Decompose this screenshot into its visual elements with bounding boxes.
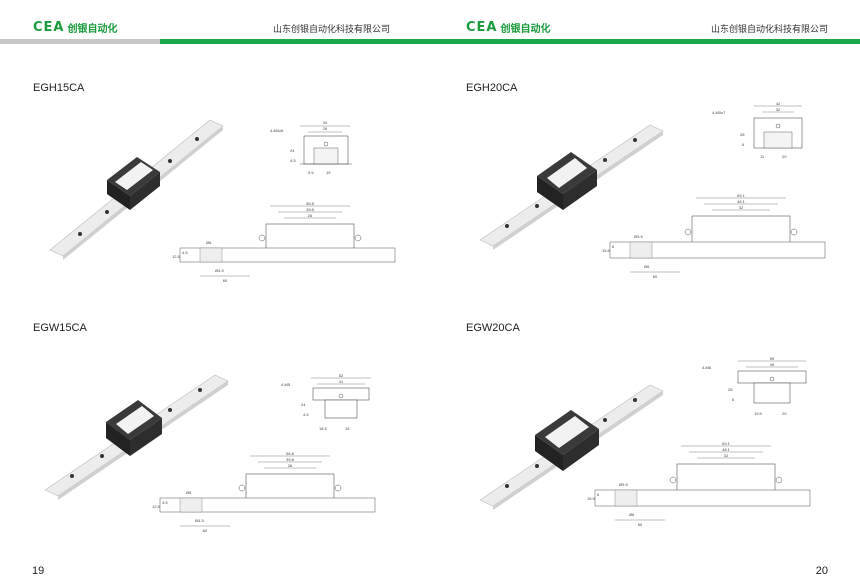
svg-text:24: 24 bbox=[301, 402, 306, 407]
egw20-product-image bbox=[479, 384, 664, 510]
svg-text:Ø6: Ø6 bbox=[644, 264, 650, 269]
svg-text:4-M5: 4-M5 bbox=[281, 382, 291, 387]
egw20-side-view: 69.1 48.1 32 15.5 6 Ø9.5 Ø6 60 bbox=[587, 441, 811, 527]
egw15-end-view: 52 41 4-M5 24 4.5 18.5 15 bbox=[281, 373, 371, 431]
svg-text:4.5: 4.5 bbox=[182, 250, 188, 255]
svg-text:18.5: 18.5 bbox=[319, 426, 328, 431]
svg-text:56.8: 56.8 bbox=[306, 201, 315, 206]
header-bar-grey bbox=[0, 39, 160, 44]
egh20-side-view: 69.1 48.1 32 15.5 6 Ø9.5 Ø6 60 bbox=[602, 193, 826, 279]
page-number: 19 bbox=[32, 565, 45, 577]
svg-text:Ø9.5: Ø9.5 bbox=[634, 234, 643, 239]
company-name: 山东创银自动化科技有限公司 bbox=[272, 24, 390, 34]
svg-text:4.5: 4.5 bbox=[303, 412, 309, 417]
svg-text:59: 59 bbox=[770, 356, 775, 361]
svg-text:Ø6: Ø6 bbox=[186, 490, 192, 495]
svg-text:12.5: 12.5 bbox=[152, 504, 161, 509]
header-right: CEA 创银自动化 山东创银自动化科技有限公司 bbox=[430, 0, 860, 44]
svg-text:49: 49 bbox=[770, 362, 775, 367]
svg-text:20: 20 bbox=[782, 154, 787, 159]
svg-text:60: 60 bbox=[638, 522, 643, 527]
svg-text:4-M6: 4-M6 bbox=[702, 365, 712, 370]
svg-text:26: 26 bbox=[288, 463, 293, 468]
egh15-side-view: 56.8 39.8 26 12.5 4.5 Ø6 Ø4.5 60 bbox=[172, 201, 396, 283]
model-title: EGW15CA bbox=[33, 322, 87, 334]
svg-text:60: 60 bbox=[203, 528, 208, 533]
egh20-end-view: 42 32 4-M5x7 28 6 11 20 bbox=[712, 101, 803, 159]
model-title: EGH20CA bbox=[466, 82, 518, 94]
egw15-side-view: 56.8 39.8 26 12.5 4.5 Ø6 Ø4.5 60 bbox=[152, 451, 376, 533]
egh15-end-view: 34 26 4-M4x6 24 4.5 9.5 15 bbox=[270, 120, 352, 175]
svg-text:4.5: 4.5 bbox=[290, 158, 296, 163]
svg-text:60: 60 bbox=[223, 278, 228, 283]
svg-text:39.8: 39.8 bbox=[306, 207, 315, 212]
svg-text:6: 6 bbox=[612, 244, 615, 249]
svg-text:Ø6: Ø6 bbox=[206, 240, 212, 245]
logo-mark: CEA bbox=[33, 20, 65, 35]
model-title: EGH15CA bbox=[33, 82, 85, 94]
header-bar-green bbox=[160, 39, 430, 44]
svg-text:20: 20 bbox=[782, 411, 787, 416]
svg-text:26: 26 bbox=[308, 213, 313, 218]
right-page: CEA 创银自动化 山东创银自动化科技有限公司 EGH20CA EGW20CA … bbox=[430, 0, 860, 587]
svg-text:15: 15 bbox=[345, 426, 350, 431]
header-bar-green bbox=[430, 39, 860, 44]
svg-text:32: 32 bbox=[739, 205, 744, 210]
svg-text:32: 32 bbox=[724, 453, 729, 458]
svg-text:48.1: 48.1 bbox=[722, 447, 731, 452]
svg-text:42: 42 bbox=[776, 101, 781, 106]
svg-text:4.5: 4.5 bbox=[162, 500, 168, 505]
svg-text:32: 32 bbox=[776, 107, 781, 112]
svg-text:6: 6 bbox=[742, 142, 745, 147]
svg-text:9.5: 9.5 bbox=[308, 170, 314, 175]
svg-text:48.1: 48.1 bbox=[737, 199, 746, 204]
svg-text:39.8: 39.8 bbox=[286, 457, 295, 462]
svg-text:4-M5x7: 4-M5x7 bbox=[712, 110, 726, 115]
egw20-end-view: 59 49 4-M6 28 6 19.5 20 bbox=[702, 356, 807, 416]
egh15-product-image bbox=[49, 119, 224, 260]
svg-text:41: 41 bbox=[339, 379, 344, 384]
svg-text:69.1: 69.1 bbox=[722, 441, 731, 446]
svg-text:11: 11 bbox=[760, 154, 765, 159]
logo-right: CEA 创银自动化 bbox=[466, 20, 550, 35]
svg-text:28: 28 bbox=[740, 132, 745, 137]
svg-text:15.5: 15.5 bbox=[587, 496, 596, 501]
logo-mark: CEA bbox=[466, 20, 498, 35]
svg-text:19.5: 19.5 bbox=[754, 411, 763, 416]
svg-text:60: 60 bbox=[653, 274, 658, 279]
header-left: CEA 创银自动化 山东创银自动化科技有限公司 bbox=[0, 0, 430, 44]
svg-text:69.1: 69.1 bbox=[737, 193, 746, 198]
svg-text:4-M4x6: 4-M4x6 bbox=[270, 128, 284, 133]
logo-text: 创银自动化 bbox=[67, 24, 118, 35]
svg-text:52: 52 bbox=[339, 373, 344, 378]
svg-text:15.5: 15.5 bbox=[602, 248, 611, 253]
svg-text:28: 28 bbox=[728, 387, 733, 392]
left-page: CEA 创银自动化 山东创银自动化科技有限公司 EGH15CA EGW15CA … bbox=[0, 0, 430, 577]
logo-text: 创银自动化 bbox=[500, 24, 551, 35]
svg-text:56.8: 56.8 bbox=[286, 451, 295, 456]
page-number: 20 bbox=[815, 565, 828, 577]
svg-text:Ø6: Ø6 bbox=[629, 512, 635, 517]
svg-text:15: 15 bbox=[326, 170, 331, 175]
svg-text:6: 6 bbox=[732, 397, 735, 402]
svg-text:Ø9.5: Ø9.5 bbox=[619, 482, 628, 487]
model-title: EGW20CA bbox=[466, 322, 520, 334]
egh20-product-image bbox=[479, 124, 664, 250]
svg-text:Ø4.5: Ø4.5 bbox=[195, 518, 204, 523]
svg-text:24: 24 bbox=[290, 148, 295, 153]
svg-text:26: 26 bbox=[323, 126, 328, 131]
svg-text:6: 6 bbox=[597, 492, 600, 497]
svg-text:12.5: 12.5 bbox=[172, 254, 181, 259]
svg-text:34: 34 bbox=[323, 120, 328, 125]
company-name: 山东创银自动化科技有限公司 bbox=[710, 24, 828, 34]
svg-text:Ø4.5: Ø4.5 bbox=[215, 268, 224, 273]
egw15-product-image bbox=[44, 374, 229, 500]
logo-left: CEA 创银自动化 bbox=[33, 20, 117, 35]
